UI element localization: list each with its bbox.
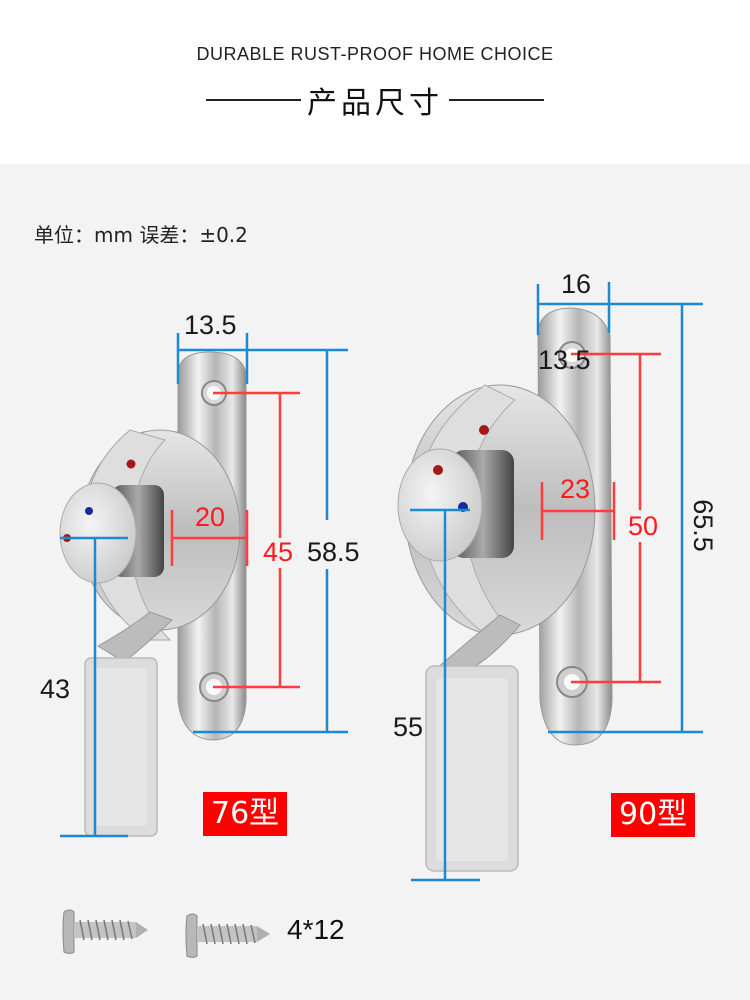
screw-size-label: 4*12 bbox=[287, 914, 345, 945]
header-subtitle: DURABLE RUST-PROOF HOME CHOICE bbox=[196, 44, 554, 64]
product-76-illustration bbox=[59, 351, 247, 837]
product-90-red-dimension-lines bbox=[540, 352, 661, 684]
dim-76-mount-width: 13.5 bbox=[184, 310, 237, 340]
dim-76-hole-spacing: 45 bbox=[263, 537, 294, 567]
dim-76-total-height: 58.5 bbox=[307, 537, 360, 567]
model-badge-90: 90型 bbox=[611, 793, 696, 837]
dim-90-mount-width: 16 bbox=[561, 269, 592, 299]
product-76-blue-dimension-lines bbox=[60, 333, 348, 838]
dim-90-total-height: 65.5 bbox=[687, 499, 718, 552]
unit-note: 单位：mm 误差：±0.2 bbox=[34, 223, 248, 247]
title-divider-right bbox=[449, 99, 544, 101]
product-90-illustration bbox=[397, 307, 613, 872]
screw-icon bbox=[62, 909, 148, 954]
page-title: 产品尺寸 bbox=[307, 86, 443, 121]
dim-90-handle-length: 55 bbox=[393, 712, 424, 742]
dim-90-hole-spacing: 50 bbox=[628, 511, 659, 541]
screw-icon bbox=[185, 913, 270, 958]
model-badge-76: 76型 bbox=[203, 792, 288, 836]
dim-76-handle-length: 43 bbox=[40, 674, 71, 704]
title-row: 产品尺寸 bbox=[0, 78, 750, 122]
header-section: DURABLE RUST-PROOF HOME CHOICE 产品尺寸 bbox=[0, 0, 750, 164]
dim-76-knob-depth: 20 bbox=[195, 502, 226, 532]
product-90-blue-dimension-lines bbox=[410, 282, 703, 882]
dim-90-hole-note: 13.5 bbox=[538, 345, 591, 375]
title-divider-left bbox=[206, 99, 301, 101]
dim-90-knob-depth: 23 bbox=[560, 474, 591, 504]
product-76-red-dimension-lines bbox=[170, 391, 300, 689]
